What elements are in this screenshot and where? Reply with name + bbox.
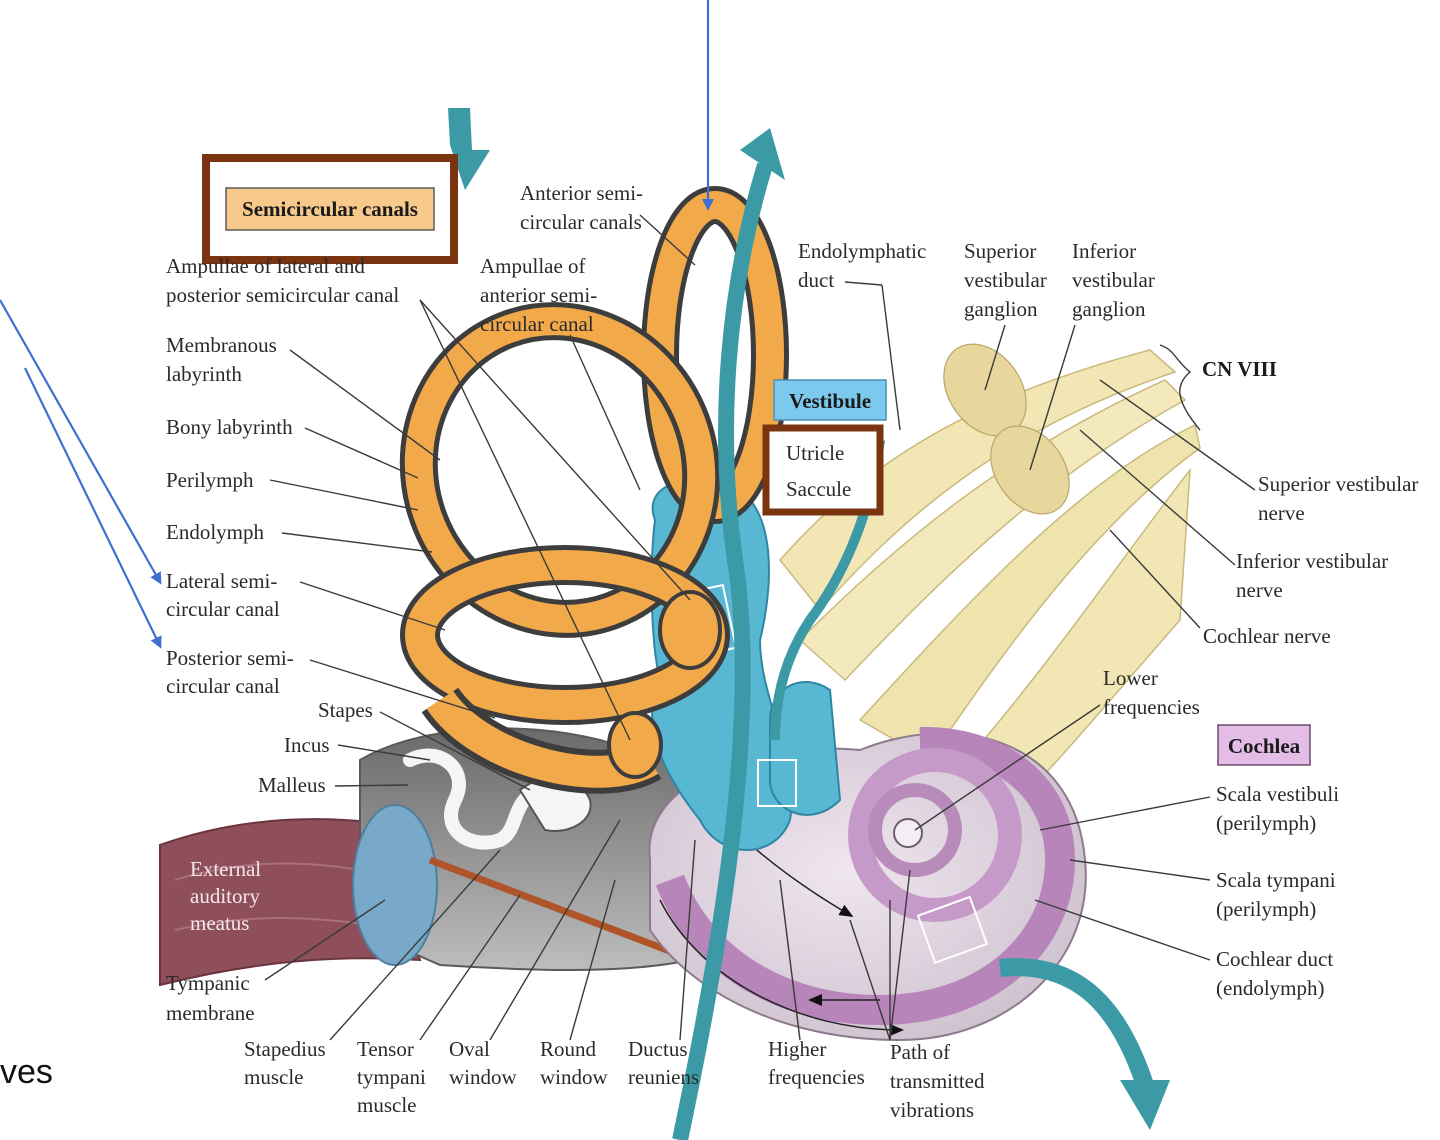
superior-nerve-label-1: Superior vestibular (1258, 472, 1418, 496)
external-meatus-label-1: External (190, 857, 261, 881)
utricle-label: Utricle (786, 441, 844, 465)
stapedius-label-2: muscle (244, 1065, 303, 1089)
anterior-canals-label-2: circular canals (520, 210, 642, 234)
ampullae-lateral-label-1: Ampullae of lateral and (166, 254, 365, 278)
cochlea-title: Cochlea (1228, 734, 1301, 758)
annotation-highlight-box-2 (762, 424, 884, 516)
superior-ganglion-label-3: ganglion (964, 297, 1038, 321)
annotation-arrow-lateral (0, 299, 162, 585)
external-meatus-label-2: auditory (190, 884, 260, 908)
membranous-labyrinth-label-2: labyrinth (166, 362, 242, 386)
membranous-labyrinth-label-1: Membranous (166, 333, 277, 357)
posterior-canal-label-2: circular canal (166, 674, 280, 698)
lower-frequencies-label-2: frequencies (1103, 695, 1200, 719)
vestibule-box: Vestibule (773, 379, 887, 421)
posterior-canal-label-1: Posterior semi- (166, 646, 294, 670)
scala-tympani-label-1: Scala tympani (1216, 868, 1336, 892)
inferior-nerve-label-1: Inferior vestibular (1236, 549, 1388, 573)
oval-window-label-2: window (449, 1065, 518, 1089)
scala-vestibuli-label-1: Scala vestibuli (1216, 782, 1339, 806)
lateral-canal-label-1: Lateral semi- (166, 569, 277, 593)
tympanic-membrane-label-1: Tympanic (166, 971, 250, 995)
perilymph-label: Perilymph (166, 468, 254, 492)
stapedius-label-1: Stapedius (244, 1037, 326, 1061)
left-labels: Ampullae of lateral and posterior semici… (166, 254, 399, 1025)
path-vibrations-label-2: transmitted (890, 1069, 985, 1093)
malleus-label: Malleus (258, 773, 326, 797)
right-labels: Superior vestibular nerve Inferior vesti… (1103, 472, 1418, 1000)
leader-lines (264, 214, 1256, 1041)
round-window-label-2: window (540, 1065, 609, 1089)
slide-text-fragment: ves (0, 1053, 53, 1091)
superior-ganglion-label-1: Superior (964, 239, 1036, 263)
tensor-tympani-label-2: tympani (357, 1065, 426, 1089)
tympanic-membrane-shape (352, 804, 438, 966)
lower-frequencies-label-1: Lower (1103, 666, 1158, 690)
stapes-label: Stapes (318, 698, 373, 722)
malleus-incus-shape (403, 748, 547, 850)
bottom-labels: Stapedius muscle Tensor tympani muscle O… (244, 1037, 985, 1122)
round-window-label-1: Round (540, 1037, 597, 1061)
curved-teal-arrow (999, 958, 1154, 1088)
anterior-canals-label-1: Anterior semi- (520, 181, 643, 205)
semicircular-canals (399, 186, 789, 794)
ductus-reuniens-label-2: reuniens (628, 1065, 699, 1089)
cochlear-nerve-label: Cochlear nerve (1203, 624, 1331, 648)
oval-window-label-1: Oval (449, 1037, 490, 1061)
utricle-saccule-box: Utricle Saccule (762, 424, 884, 516)
top-center-labels: Ampullae of anterior semi- circular cana… (480, 181, 1155, 336)
saccule-label: Saccule (786, 477, 851, 501)
ampullae-anterior-label-3: circular canal (480, 312, 594, 336)
cn-viii-label: CN VIII (1202, 357, 1277, 381)
tensor-tympani-label-1: Tensor (357, 1037, 414, 1061)
inferior-ganglion-label-3: ganglion (1072, 297, 1146, 321)
cn-viii-bracket (1159, 344, 1201, 431)
tensor-tympani-label-3: muscle (357, 1093, 416, 1117)
superior-nerve-label-2: nerve (1258, 501, 1305, 525)
external-meatus-label-3: meatus (190, 911, 249, 935)
cochlear-duct-label-1: Cochlear duct (1216, 947, 1333, 971)
tensor-tympani-shape (428, 856, 682, 959)
lateral-canal-label-2: circular canal (166, 597, 280, 621)
endolymphatic-duct-label-1: Endolymphatic (798, 239, 926, 263)
endolymphatic-duct-label-2: duct (798, 268, 834, 292)
tympanic-membrane-label-2: membrane (166, 1001, 255, 1025)
vertical-teal-arrow (672, 162, 773, 1140)
annotation-arrow-posterior (24, 367, 162, 649)
cochlea-box: Cochlea (1217, 724, 1311, 766)
inferior-ganglion-label-1: Inferior (1072, 239, 1136, 263)
semicircular-canals-box: Semicircular canals (202, 154, 458, 264)
incus-label: Incus (284, 733, 330, 757)
endolymph-label: Endolymph (166, 520, 264, 544)
ampullae-lateral-label-2: posterior semicircular canal (166, 283, 399, 307)
path-vibrations-label-3: vibrations (890, 1098, 974, 1122)
ampullae-anterior-label-1: Ampullae of (480, 254, 586, 278)
higher-frequencies-label-2: frequencies (768, 1065, 865, 1089)
annotation-arrows (0, 0, 714, 649)
ampullae-anterior-label-2: anterior semi- (480, 283, 597, 307)
annotation-highlight-box (202, 154, 458, 264)
semicircular-canals-title: Semicircular canals (242, 197, 418, 221)
small-teal-arrow (448, 108, 490, 190)
higher-frequencies-label-1: Higher (768, 1037, 826, 1061)
cochlear-duct-label-2: (endolymph) (1216, 976, 1324, 1000)
path-vibrations-label-1: Path of (890, 1040, 950, 1064)
inferior-nerve-label-2: nerve (1236, 578, 1283, 602)
vestibule-title: Vestibule (789, 389, 871, 413)
teal-flow-arrows (448, 108, 1170, 1140)
bony-labyrinth-label: Bony labyrinth (166, 415, 293, 439)
scala-vestibuli-label-2: (perilymph) (1216, 811, 1316, 835)
vestibulocochlear-nerve (779, 343, 1201, 801)
scala-tympani-label-2: (perilymph) (1216, 897, 1316, 921)
superior-ganglion-label-2: vestibular (964, 268, 1047, 292)
inferior-ganglion-label-2: vestibular (1072, 268, 1155, 292)
ductus-reuniens-label-1: Ductus (628, 1037, 688, 1061)
